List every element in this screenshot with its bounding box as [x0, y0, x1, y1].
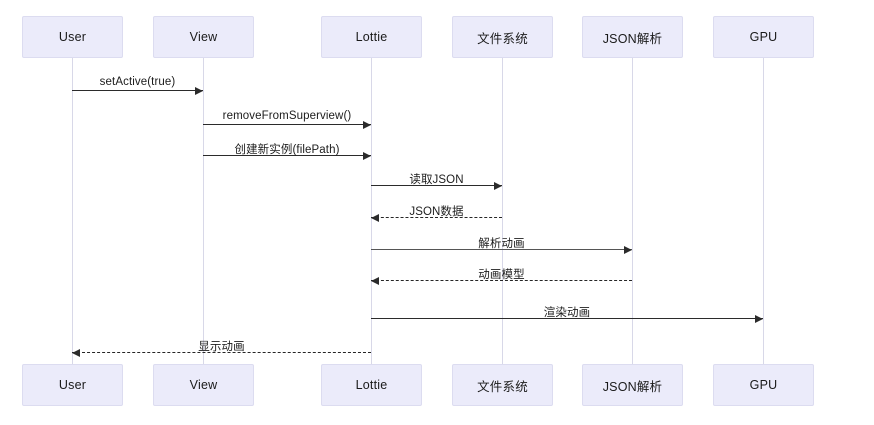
lifeline-view: [203, 58, 204, 364]
participant-label: User: [58, 378, 87, 392]
participant-label: View: [189, 30, 218, 44]
message-line: [72, 352, 371, 353]
arrow-head-right: [363, 151, 371, 160]
message-label: 读取JSON: [409, 174, 464, 186]
arrow-head-right: [363, 120, 371, 129]
message-line: [371, 217, 502, 218]
participant-label: JSON解析: [602, 31, 663, 46]
arrow-head-right: [195, 86, 203, 95]
participant-top-lottie[interactable]: Lottie: [321, 16, 422, 58]
lifeline-fs: [502, 58, 503, 364]
participant-label: 文件系统: [477, 31, 528, 46]
participant-label: GPU: [749, 378, 778, 392]
participant-bottom-user[interactable]: User: [22, 364, 123, 406]
message-label: 创建新实例(filePath): [234, 144, 340, 156]
participant-top-json[interactable]: JSON解析: [582, 16, 683, 58]
participant-top-view[interactable]: View: [153, 16, 254, 58]
participant-label: View: [189, 378, 218, 392]
participant-bottom-gpu[interactable]: GPU: [713, 364, 814, 406]
participant-bottom-view[interactable]: View: [153, 364, 254, 406]
message-label: JSON数据: [409, 206, 464, 218]
participant-label: User: [58, 30, 87, 44]
message-line: [371, 318, 763, 319]
participant-top-user[interactable]: User: [22, 16, 123, 58]
participant-bottom-json[interactable]: JSON解析: [582, 364, 683, 406]
message-label: 解析动画: [478, 238, 525, 250]
participant-top-gpu[interactable]: GPU: [713, 16, 814, 58]
arrow-head-left: [72, 348, 80, 357]
participant-label: Lottie: [355, 30, 388, 44]
lifeline-user: [72, 58, 73, 364]
participant-label: Lottie: [355, 378, 388, 392]
arrow-head-right: [624, 245, 632, 254]
message-label: 渲染动画: [543, 307, 591, 319]
arrow-head-right: [494, 181, 502, 190]
message-label: 动画模型: [478, 269, 525, 281]
participant-bottom-lottie[interactable]: Lottie: [321, 364, 422, 406]
lifeline-lottie: [371, 58, 372, 364]
participant-label: GPU: [749, 30, 778, 44]
message-line: [203, 155, 371, 156]
participant-label: 文件系统: [477, 379, 528, 394]
message-label: setActive(true): [99, 76, 176, 88]
message-line: [371, 280, 632, 281]
message-line: [371, 185, 502, 186]
message-label: removeFromSuperview(): [222, 110, 352, 122]
arrow-head-left: [371, 213, 379, 222]
lifeline-gpu: [763, 58, 764, 364]
message-line: [203, 124, 371, 125]
participant-label: JSON解析: [602, 379, 663, 394]
message-line: [72, 90, 203, 91]
participant-top-fs[interactable]: 文件系统: [452, 16, 553, 58]
message-line: [371, 249, 632, 250]
message-label: 显示动画: [198, 341, 245, 353]
lifeline-json: [632, 58, 633, 364]
arrow-head-left: [371, 276, 379, 285]
participant-bottom-fs[interactable]: 文件系统: [452, 364, 553, 406]
arrow-head-right: [755, 314, 763, 323]
